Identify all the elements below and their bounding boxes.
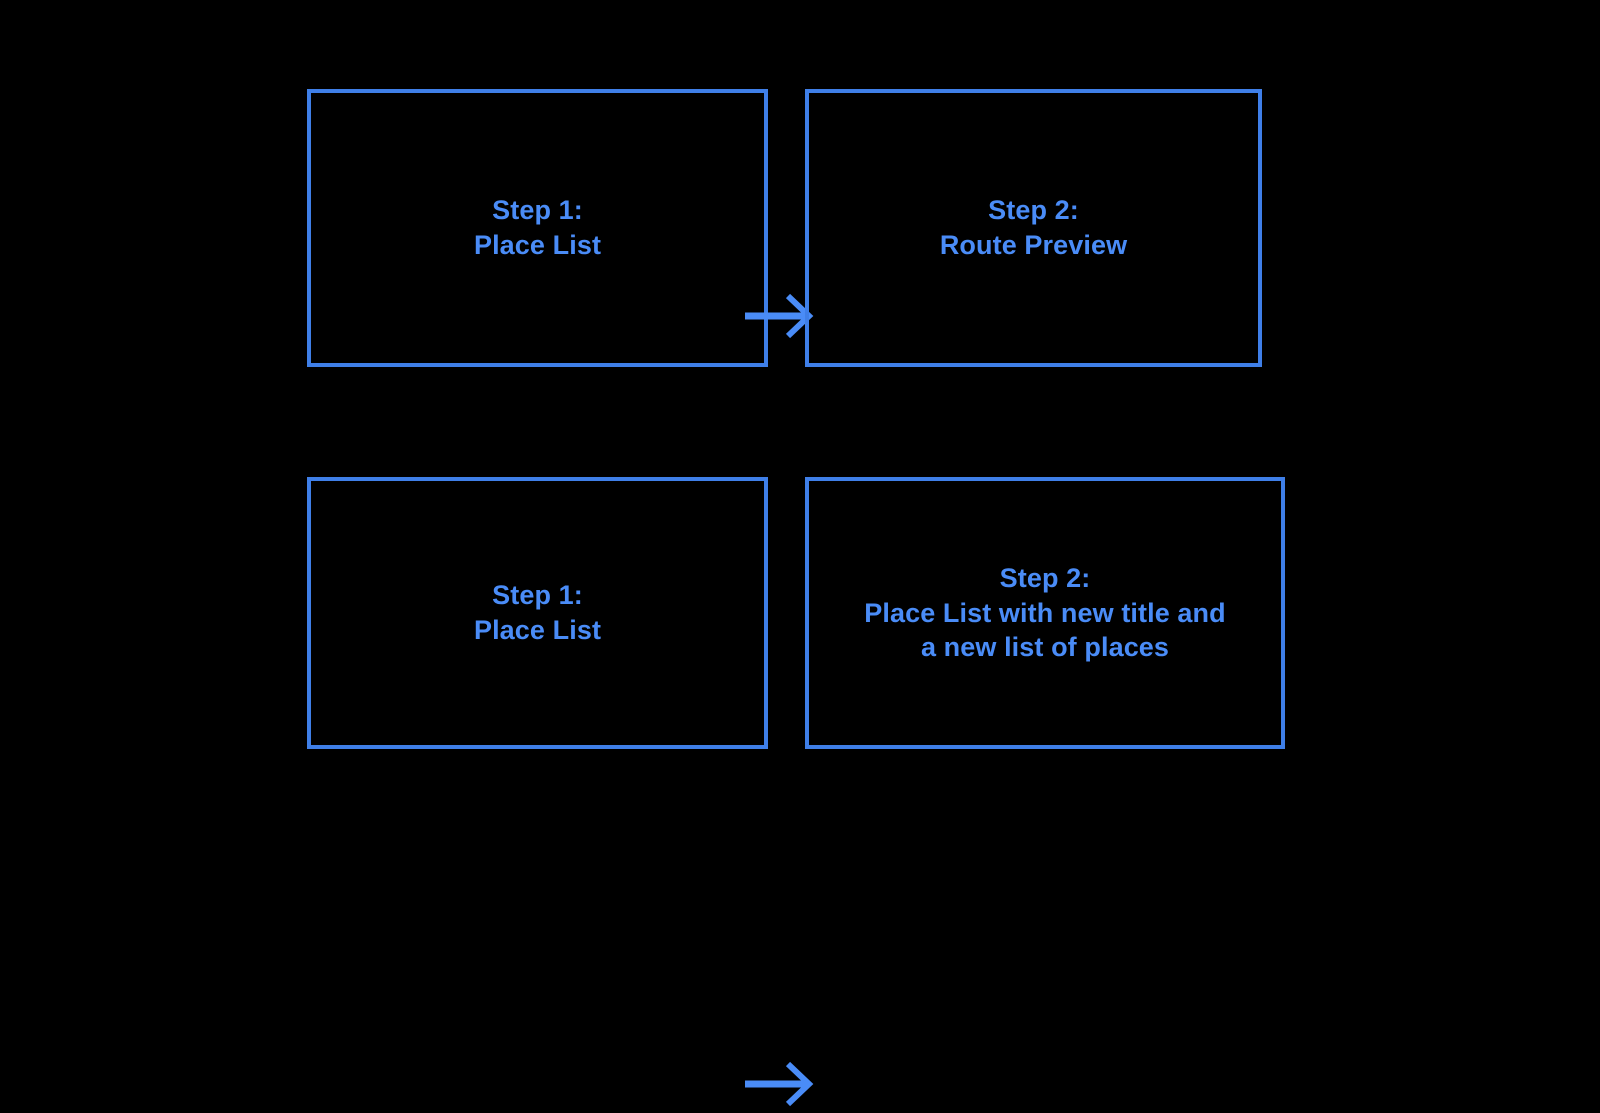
step-node-label: Step 1: Place List [473,195,602,260]
step-node-step1-bottom[interactable]: Step 1: Place List [307,477,768,749]
diagram-canvas: Step 1: Place List Step 2: Route Preview… [0,89,1600,1107]
step-node-step2-top[interactable]: Step 2: Route Preview [805,89,1262,367]
step-node-step2-bottom[interactable]: Step 2: Place List with new title and a … [805,477,1285,749]
flow-row-bottom: Step 1: Place List Step 2: Place List wi… [0,477,1600,1107]
step-node-step1-top[interactable]: Step 1: Place List [307,89,768,367]
step-node-label: Step 2: Route Preview [939,195,1128,260]
step-node-label: Step 1: Place List [473,580,602,645]
flow-row-top: Step 1: Place List Step 2: Route Preview [0,89,1600,367]
step-node-label: Step 2: Place List with new title and a … [864,563,1226,663]
arrow-right-icon [735,1055,815,1113]
